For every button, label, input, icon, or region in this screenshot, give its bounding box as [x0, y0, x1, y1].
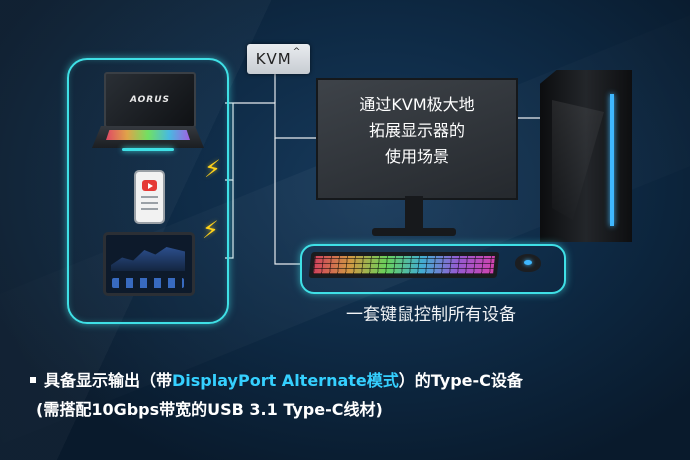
phone-text-line [141, 196, 158, 198]
monitor-message-line: 拓展显示器的 [368, 121, 465, 140]
kvm-caret: ^ [292, 47, 302, 57]
note-highlight: DisplayPort Alternate模式 [172, 371, 399, 390]
kvm-badge: KVM^ [247, 44, 310, 74]
monitor-message-line: 通过KVM极大地 [359, 95, 475, 114]
phone-icon [134, 170, 165, 224]
laptop-logo: AORUS [129, 95, 171, 105]
note-line-2: (需搭配10Gbps带宽的USB 3.1 Type-C线材) [36, 400, 383, 419]
device-group-frame [67, 58, 229, 324]
monitor-foot [372, 228, 456, 236]
tablet-icon [103, 232, 195, 296]
laptop-icon: AORUS [92, 72, 204, 154]
bullet-icon [30, 377, 36, 383]
keyboard-group-frame [300, 244, 566, 294]
laptop-glow [122, 148, 174, 151]
line-to-keyboard [274, 138, 300, 265]
lightning-bolt-icon: ⚡ [202, 216, 219, 244]
laptop-screen: AORUS [104, 72, 196, 128]
tower-light-strip [610, 94, 614, 226]
phone-text-line [141, 208, 158, 210]
note-suffix: ）的Type-C设备 [398, 371, 523, 390]
keyboard-icon [308, 252, 500, 278]
tablet-dials [112, 278, 184, 288]
note-prefix: 具备显示输出（带 [44, 371, 173, 390]
monitor-icon: 通过KVM极大地 拓展显示器的 使用场景 [316, 78, 518, 200]
monitor-message: 通过KVM极大地 拓展显示器的 使用场景 [318, 92, 516, 170]
monitor-stand [405, 196, 423, 230]
play-icon [142, 180, 157, 191]
line-laptop-to-monitor [225, 102, 316, 139]
laptop-keyboard [106, 130, 190, 140]
lightning-bolt-icon: ⚡ [204, 155, 221, 183]
kvm-label: KVM [255, 50, 292, 68]
mouse-icon [515, 254, 541, 272]
note-line-1: 具备显示输出（带DisplayPort Alternate模式）的Type-C设… [30, 367, 523, 391]
keyboard-keys [313, 256, 495, 274]
tablet-chart [111, 247, 185, 271]
keyboard-caption: 一套键鼠控制所有设备 [346, 305, 516, 325]
phone-text-line [141, 202, 158, 204]
monitor-message-line: 使用场景 [384, 147, 449, 166]
tower-panel [552, 100, 604, 220]
pc-tower-icon [540, 70, 632, 242]
